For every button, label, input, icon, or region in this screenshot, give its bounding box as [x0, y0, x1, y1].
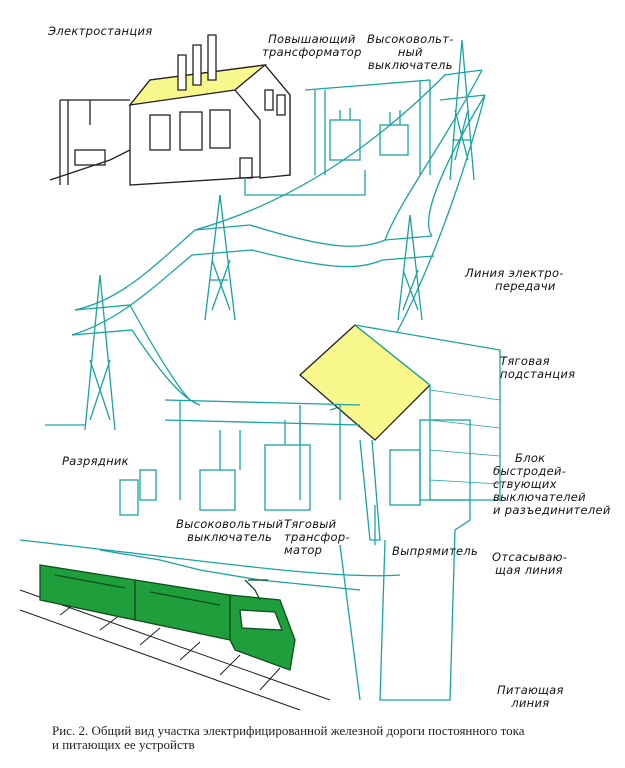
label-line: трансформатор — [262, 45, 362, 59]
step-up-substation — [304, 79, 431, 175]
power-station — [49, 34, 291, 186]
label-line: ный — [397, 45, 423, 59]
label-line: Питающая — [497, 683, 564, 697]
label-line: выключателей — [493, 490, 586, 504]
label-line: Тяговая — [500, 354, 550, 368]
label-line: ствующих — [493, 477, 557, 491]
label-line: передачи — [495, 279, 556, 293]
traction-substation — [299, 324, 501, 541]
label-line: Высоковольтный — [176, 517, 284, 531]
label-line: Высоковольт- — [367, 32, 454, 46]
label-line: и разъединителей — [493, 503, 611, 517]
railway-track — [19, 589, 331, 711]
label-return-line: Отсасываю-щая линия — [492, 551, 567, 577]
figure-caption: Рис. 2. Общий вид участка электрифициров… — [52, 724, 592, 752]
label-line: Блок — [515, 451, 546, 465]
transmission-towers — [71, 39, 486, 431]
label-line: выключатель — [367, 58, 453, 72]
feeder-return-cables — [19, 500, 471, 701]
label-line: трансфор- — [284, 530, 350, 544]
label-line: Повышающий — [268, 32, 356, 46]
label-line: линия — [511, 696, 550, 710]
label-line: выключатель — [187, 530, 273, 544]
label-line: Отсасываю- — [492, 550, 568, 564]
label-line: Тяговый — [284, 517, 337, 531]
label-rectifier: Выпрямитель — [392, 545, 478, 558]
label-line: быстродей- — [493, 464, 567, 478]
label-line: Электростанция — [48, 24, 153, 38]
caption-line: и питающих ее устройств — [52, 737, 195, 752]
label-line: Линия электро- — [465, 266, 564, 280]
label-line: Разрядник — [62, 454, 129, 468]
label-line: Выпрямитель — [392, 544, 479, 558]
label-line: подстанция — [500, 367, 576, 381]
electric-train — [39, 564, 296, 671]
label-arrester: Разрядник — [62, 455, 129, 468]
label-power-station: Электростанция — [48, 25, 152, 38]
label-line: щая линия — [495, 563, 563, 577]
caption-line: Рис. 2. Общий вид участка электрифициров… — [52, 723, 525, 738]
label-transmission-line: Линия электро-передачи — [465, 267, 564, 293]
label-line: матор — [284, 543, 323, 557]
traction-switchgear — [119, 399, 361, 516]
cable-from-station — [244, 170, 366, 196]
